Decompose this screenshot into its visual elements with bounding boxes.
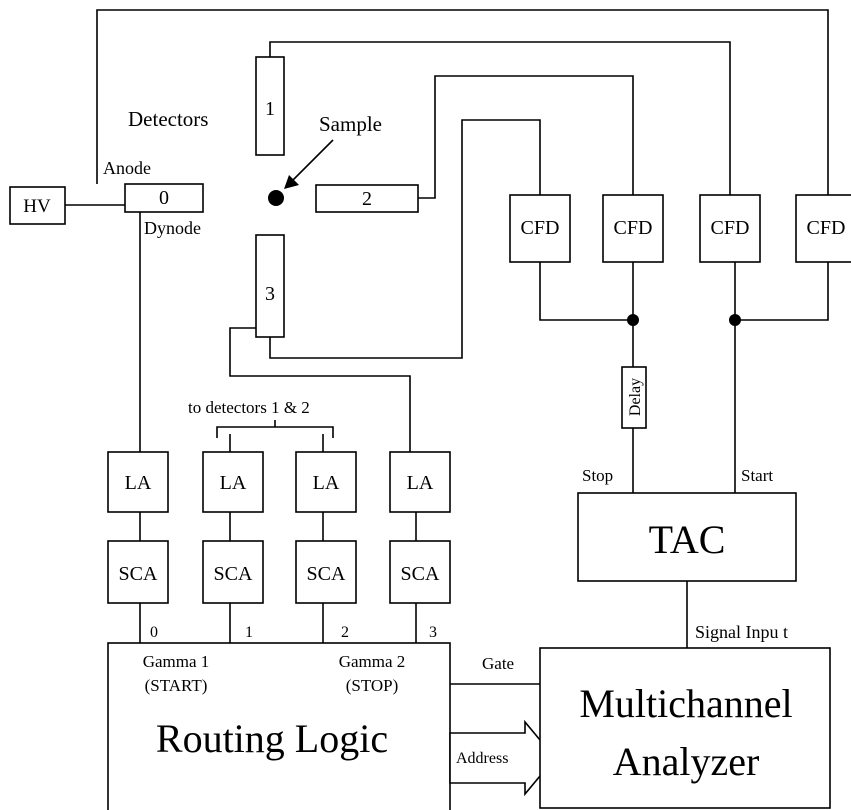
la-2-label: LA <box>313 472 340 494</box>
cfd-4-label: CFD <box>807 217 846 239</box>
hv-box: HV <box>9 186 66 225</box>
wire-det2-to-cfd2 <box>418 75 634 199</box>
sample-arrowhead-icon <box>284 175 299 189</box>
sample-label: Sample <box>319 112 382 136</box>
hv-label: HV <box>23 196 51 217</box>
sca-2: SCA <box>295 540 357 604</box>
detector-2: 2 <box>315 184 419 213</box>
gamma2-sub-label: (STOP) <box>346 676 399 695</box>
delay-label: Delay <box>627 378 644 416</box>
wire-det3-to-la3 <box>229 327 411 452</box>
la-2: LA <box>295 451 357 513</box>
gamma1-sub-label: (START) <box>145 676 208 695</box>
mca-title-line2: Analyzer <box>613 739 760 784</box>
tac-box: TAC <box>577 492 797 582</box>
delay-box: Delay <box>621 366 647 429</box>
cfd-1: CFD <box>509 194 571 263</box>
la-3-label: LA <box>407 472 434 494</box>
la-3: LA <box>389 451 451 513</box>
detector-2-label: 2 <box>362 188 372 210</box>
channel-label-1: 1 <box>245 624 253 641</box>
junction-dot-stop <box>627 314 639 326</box>
detector-0-label: 0 <box>159 187 169 209</box>
la-0-label: LA <box>125 472 152 494</box>
channel-label-2: 2 <box>341 624 349 641</box>
cfd-1-label: CFD <box>521 217 560 239</box>
address-arrow: Address <box>449 719 557 797</box>
junction-dot-start <box>729 314 741 326</box>
wire-det3-to-cfd1 <box>269 119 541 359</box>
detector-1-label: 1 <box>265 98 275 120</box>
channel-label-0: 0 <box>150 624 158 641</box>
tac-label: TAC <box>649 517 726 562</box>
start-label: Start <box>741 466 773 485</box>
gate-label: Gate <box>482 654 514 673</box>
anode-label: Anode <box>103 158 151 178</box>
cfd-2: CFD <box>602 194 664 263</box>
sample-dot <box>268 190 284 206</box>
sample-arrow <box>291 139 334 182</box>
la-1: LA <box>202 451 264 513</box>
cfd-3-label: CFD <box>711 217 750 239</box>
detectors-heading: Detectors <box>128 107 208 131</box>
bracket-detectors-1-2 <box>216 426 334 438</box>
signal-input-label: Signal Inpu t <box>695 622 788 642</box>
wire-det1-to-cfd3 <box>269 41 731 195</box>
sca-1-label: SCA <box>214 563 253 585</box>
to-detectors-label: to detectors 1 & 2 <box>188 398 310 417</box>
dynode-label: Dynode <box>144 218 201 238</box>
wires <box>65 9 829 685</box>
wire-cfd34-combine <box>735 262 829 321</box>
wire-cfd12-combine <box>539 262 633 321</box>
sca-0: SCA <box>107 540 169 604</box>
routing-logic-title: Routing Logic <box>156 716 388 761</box>
address-label: Address <box>456 750 508 767</box>
cfd-3: CFD <box>699 194 761 263</box>
wire-det0-to-cfd4 <box>96 9 829 195</box>
stop-label: Stop <box>582 466 613 485</box>
sca-3: SCA <box>389 540 451 604</box>
detector-3: 3 <box>255 234 285 338</box>
cfd-4: CFD <box>795 194 851 263</box>
sca-0-label: SCA <box>119 563 158 585</box>
detector-1: 1 <box>255 56 285 156</box>
gamma1-label: Gamma 1 <box>143 652 210 671</box>
mca-title-line1: Multichannel <box>579 681 792 726</box>
la-0: LA <box>107 451 169 513</box>
channel-label-3: 3 <box>429 624 437 641</box>
cfd-2-label: CFD <box>614 217 653 239</box>
sca-3-label: SCA <box>401 563 440 585</box>
detector-3-label: 3 <box>265 283 275 305</box>
detector-0: 0 <box>124 183 204 213</box>
sca-1: SCA <box>202 540 264 604</box>
gamma2-label: Gamma 2 <box>339 652 406 671</box>
sca-2-label: SCA <box>307 563 346 585</box>
la-1-label: LA <box>220 472 247 494</box>
mca-box: Multichannel Analyzer <box>539 647 831 809</box>
routing-logic-box: Gamma 1 (START) Gamma 2 (STOP) Routing L… <box>107 642 451 810</box>
